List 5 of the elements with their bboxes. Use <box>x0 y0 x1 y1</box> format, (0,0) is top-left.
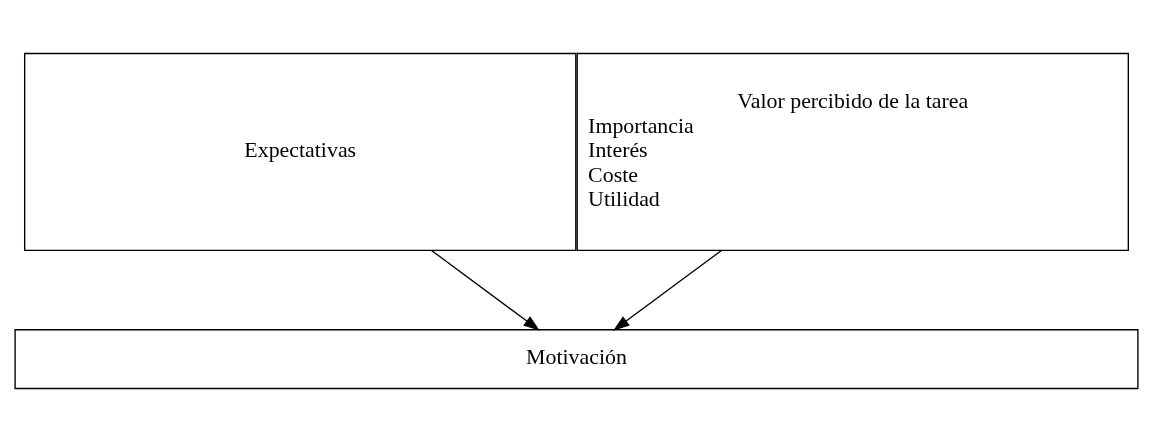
node-box: Motivación <box>14 328 1139 389</box>
arrow <box>430 249 540 331</box>
arrow <box>613 249 723 331</box>
node-box: Expectativas <box>24 52 577 251</box>
node-box: Valor percibido de la tarea Importancia Interés Coste Utilidad <box>576 52 1129 251</box>
